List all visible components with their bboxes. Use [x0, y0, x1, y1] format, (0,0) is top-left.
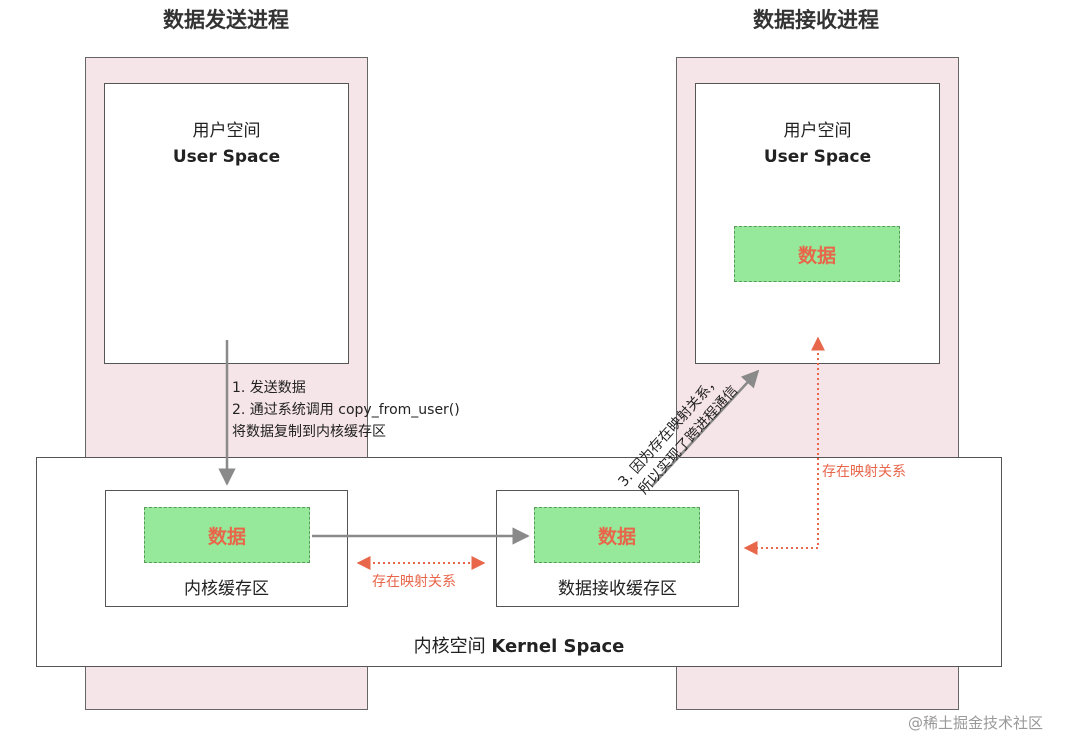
- horizontal-mapping-label: 存在映射关系: [372, 574, 456, 590]
- receiver-user-space: 用户空间 User Space: [695, 83, 940, 364]
- receive-buffer-caption: 数据接收缓存区: [558, 579, 677, 599]
- sender-user-space-cn: 用户空间: [192, 121, 261, 141]
- sender-user-space: 用户空间 User Space: [104, 83, 349, 364]
- kernel-buffer-data: 数据: [144, 507, 310, 563]
- step-2-continuation: 将数据复制到内核缓存区: [232, 424, 386, 440]
- receiver-user-space-cn: 用户空间: [783, 121, 852, 141]
- watermark: @稀土掘金技术社区: [908, 714, 1044, 732]
- kernel-space-label: 内核空间 Kernel Space: [319, 632, 719, 658]
- receiver-user-data: 数据: [734, 226, 900, 282]
- step-2-text: 2. 通过系统调用 copy_from_user(): [232, 402, 460, 418]
- sender-user-space-en: User Space: [172, 147, 281, 167]
- receive-buffer-data: 数据: [534, 507, 700, 563]
- kernel-space-label-en: Kernel Space: [491, 636, 625, 657]
- vertical-mapping-label: 存在映射关系: [822, 464, 906, 480]
- sender-process-title: 数据发送进程: [163, 8, 289, 32]
- kernel-space-label-cn: 内核空间: [413, 636, 486, 657]
- kernel-buffer-caption: 内核缓存区: [184, 579, 269, 599]
- receiver-process-title: 数据接收进程: [753, 8, 879, 32]
- step-1-text: 1. 发送数据: [232, 380, 306, 396]
- receiver-user-space-en: User Space: [763, 147, 872, 167]
